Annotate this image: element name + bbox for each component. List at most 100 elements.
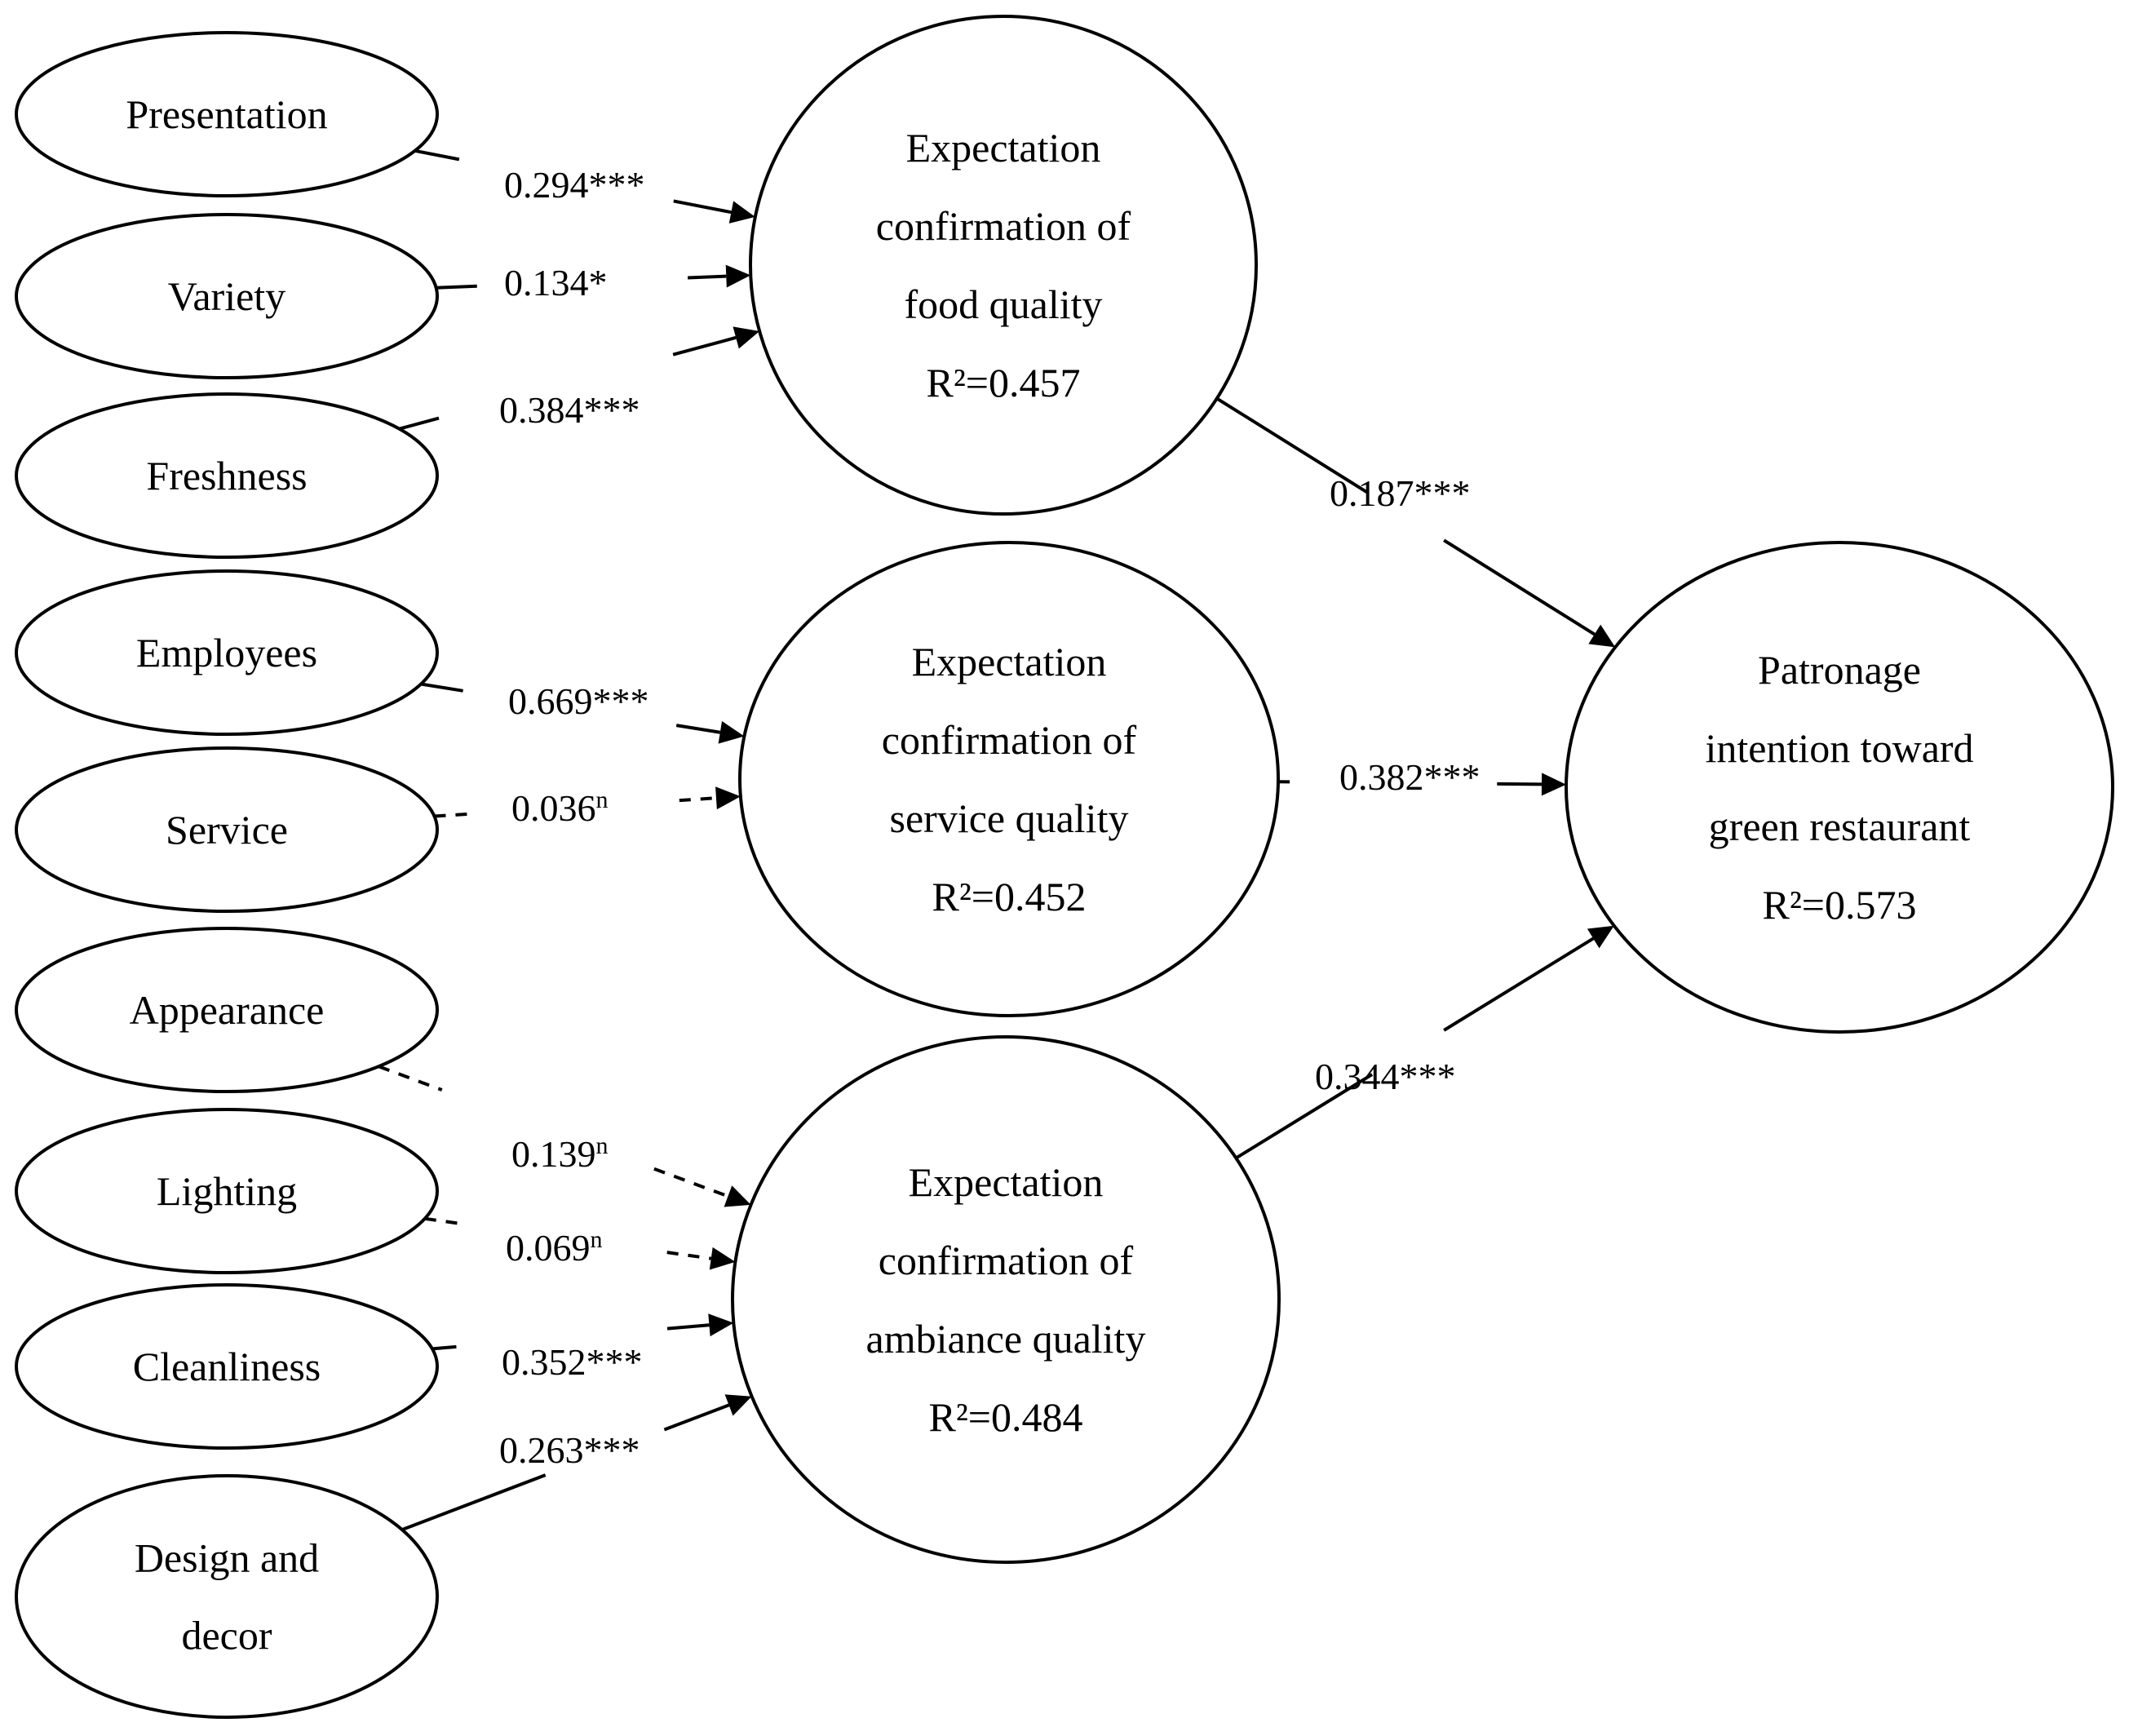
coefficient-label: 0.036n <box>511 786 609 829</box>
indicator-cleanliness: Cleanliness <box>15 1283 439 1450</box>
coefficient-value: 0.069 <box>506 1227 591 1269</box>
indicator-label-line: Freshness <box>146 453 307 498</box>
coefficient-value: 0.187 <box>1330 472 1414 514</box>
path-line-start <box>434 812 468 818</box>
significance-marker: *** <box>1424 756 1481 798</box>
indicator-label-line: Employees <box>136 630 317 675</box>
indicator-label-line: Presentation <box>126 91 327 137</box>
path-line-end <box>1443 538 1596 636</box>
coefficient-label: 0.669*** <box>508 680 649 722</box>
construct-food: Expectation confirmation of food qualityR²… <box>749 15 1258 516</box>
significance-marker: *** <box>586 1341 643 1383</box>
path-line-start <box>424 1216 459 1225</box>
construct-label-line: ambiance quality <box>866 1316 1146 1362</box>
arrowhead <box>733 326 760 349</box>
arrowhead <box>708 1313 734 1337</box>
path-service-to-service_q <box>434 786 741 818</box>
construct-label-line: R²=0.573 <box>1762 882 1916 928</box>
indicator-shape <box>15 1474 439 1719</box>
coefficient-label: 0.352*** <box>502 1341 643 1383</box>
path-employees-to-service_q <box>420 682 745 744</box>
coefficient-value: 0.344 <box>1315 1056 1400 1097</box>
path-line-start <box>436 284 477 290</box>
path-line-end <box>679 796 717 803</box>
path-cleanliness-to-ambiance <box>432 1313 734 1351</box>
path-variety-to-food <box>436 264 751 290</box>
significance-marker: *** <box>1400 1056 1456 1097</box>
construct-label-line: Expectation <box>906 125 1101 170</box>
indicator-variety: Variety <box>15 213 439 379</box>
construct-shape <box>731 1035 1281 1564</box>
coefficient-label: 0.263*** <box>499 1429 640 1471</box>
construct-label-line: confirmation of <box>879 1238 1134 1283</box>
path-line-start <box>1235 1073 1374 1160</box>
coefficient-value: 0.352 <box>502 1341 586 1383</box>
construct-label-line: R²=0.457 <box>926 360 1080 405</box>
coefficient-value: 0.294 <box>504 164 589 206</box>
construct-label-line: intention toward <box>1705 725 1973 771</box>
construct-label-line: food quality <box>904 281 1102 327</box>
coefficient-label: 0.134* <box>504 262 608 303</box>
indicator-label-line: Appearance <box>130 987 325 1033</box>
path-freshness-to-food <box>398 326 760 431</box>
construct-label-line: Expectation <box>909 1159 1104 1205</box>
indicator-shape <box>15 31 439 197</box>
indicator-label-line: Lighting <box>157 1168 297 1214</box>
path-line-start <box>1215 396 1370 495</box>
construct-label-line: Expectation <box>912 639 1107 684</box>
path-line-start <box>398 416 440 431</box>
coefficient-label: 0.382*** <box>1339 756 1481 798</box>
path-line-end <box>688 274 727 280</box>
path-line-end <box>666 1251 712 1260</box>
path-coefficients: 0.294***0.134*0.384***0.669***0.036n0.13… <box>499 164 1481 1471</box>
arrowhead <box>709 1247 736 1270</box>
path-line-start <box>420 682 463 693</box>
coefficient-value: 0.036 <box>511 787 596 829</box>
path-design-to-ambiance <box>401 1394 752 1531</box>
path-presentation-to-food <box>414 148 755 224</box>
path-line-end <box>663 1403 730 1432</box>
indicator-shape <box>15 927 439 1093</box>
indicator-service: Service <box>15 746 439 913</box>
construct-shape <box>738 541 1280 1017</box>
construct-label-line: confirmation of <box>876 203 1131 249</box>
indicator-employees: Employees <box>15 569 439 736</box>
indicator-shape <box>15 746 439 913</box>
construct-label-line: Patronage <box>1758 647 1921 693</box>
indicator-label-line: decor <box>181 1613 272 1658</box>
coefficient-value: 0.134 <box>504 262 589 303</box>
coefficient-value: 0.139 <box>511 1133 596 1175</box>
arrowhead <box>724 1185 751 1207</box>
significance-marker: *** <box>584 389 640 431</box>
coefficient-label: 0.069n <box>506 1226 603 1269</box>
coefficient-label: 0.139n <box>511 1132 609 1175</box>
significance-marker: *** <box>584 1429 640 1471</box>
arrowhead <box>718 720 745 744</box>
significance-marker: * <box>589 262 608 303</box>
path-line-start <box>378 1065 443 1092</box>
coefficient-label: 0.187*** <box>1330 472 1471 514</box>
construct-shape <box>749 15 1258 516</box>
path-line-start <box>432 1344 457 1351</box>
path-line-end <box>653 1167 729 1198</box>
coefficient-label: 0.384*** <box>499 389 640 431</box>
indicator-design: Design and decor <box>15 1474 439 1719</box>
coefficient-value: 0.384 <box>499 389 584 431</box>
arrowhead <box>724 1394 752 1416</box>
arrowhead <box>728 201 755 224</box>
path-line-end <box>1443 937 1595 1032</box>
indicator-shape <box>15 569 439 736</box>
arrowhead <box>1541 773 1567 796</box>
path-food-to-patronage <box>1215 396 1616 648</box>
coefficient-label: 0.344*** <box>1315 1056 1456 1097</box>
path-line-end <box>673 199 732 215</box>
coefficient-value: 0.669 <box>508 680 593 722</box>
path-line-end <box>675 724 721 734</box>
coefficient-value: 0.263 <box>499 1429 584 1471</box>
arrowhead <box>1588 624 1616 648</box>
path-line-end <box>1497 782 1543 786</box>
indicator-label-line: Design and <box>135 1535 319 1581</box>
